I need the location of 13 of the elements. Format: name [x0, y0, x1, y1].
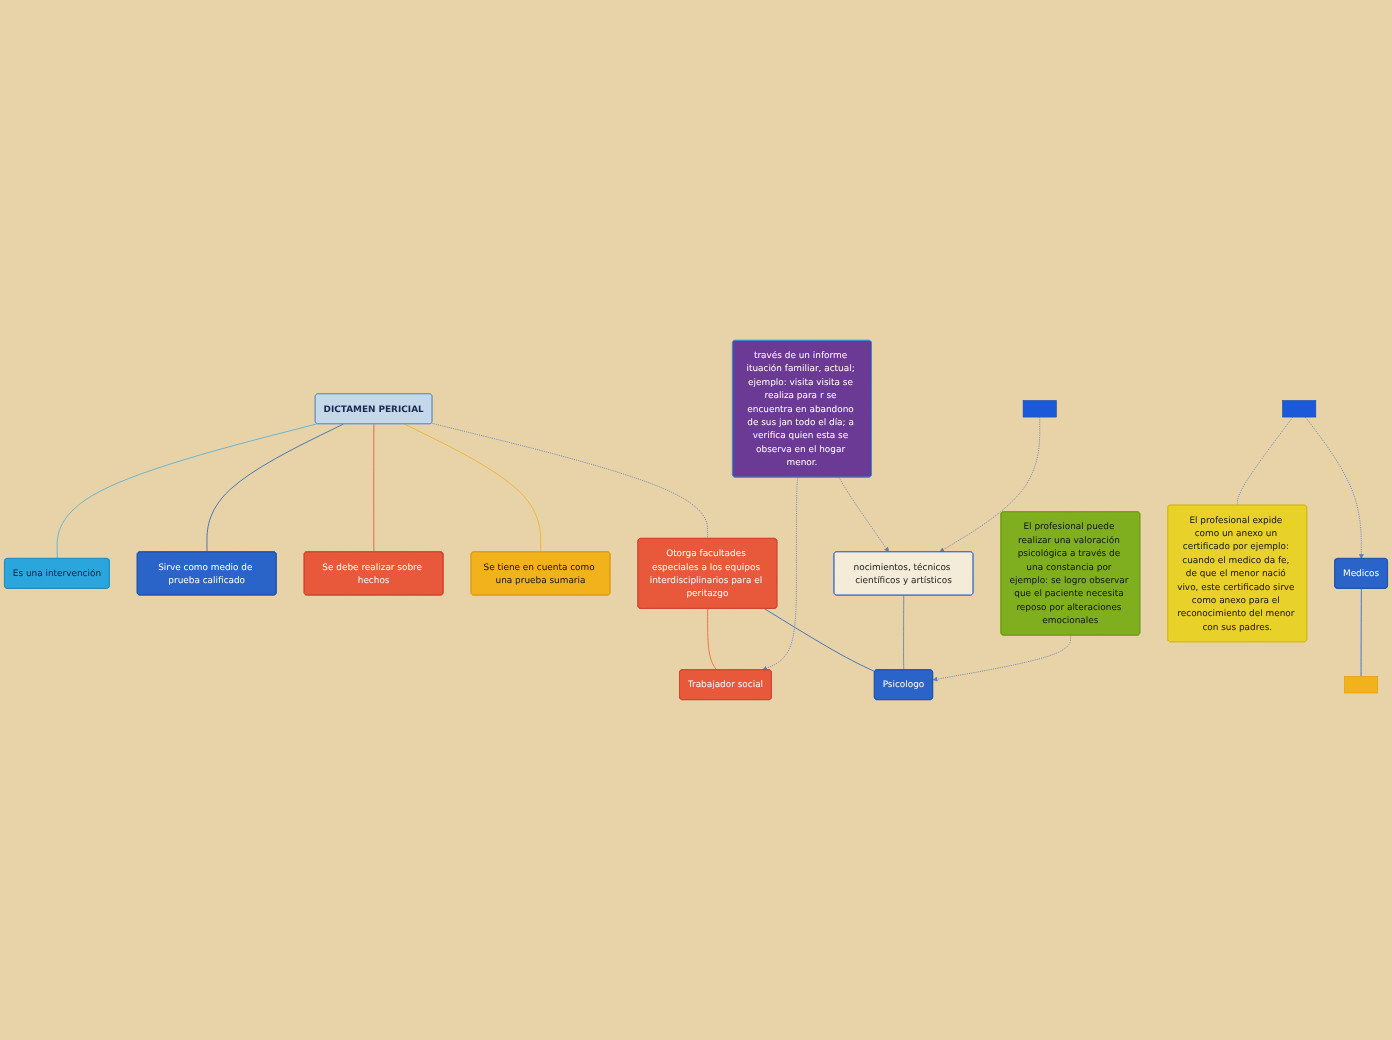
node-box — [1282, 400, 1317, 418]
connector — [403, 423, 542, 553]
connector — [1237, 416, 1294, 506]
connector — [903, 594, 905, 671]
connector — [707, 608, 717, 671]
connector — [431, 422, 709, 540]
node-box — [1022, 400, 1057, 418]
connector — [764, 608, 876, 672]
node-box — [1344, 676, 1379, 694]
connector — [56, 423, 318, 560]
connector — [1360, 588, 1362, 677]
connector — [373, 423, 375, 553]
connector — [206, 423, 344, 553]
